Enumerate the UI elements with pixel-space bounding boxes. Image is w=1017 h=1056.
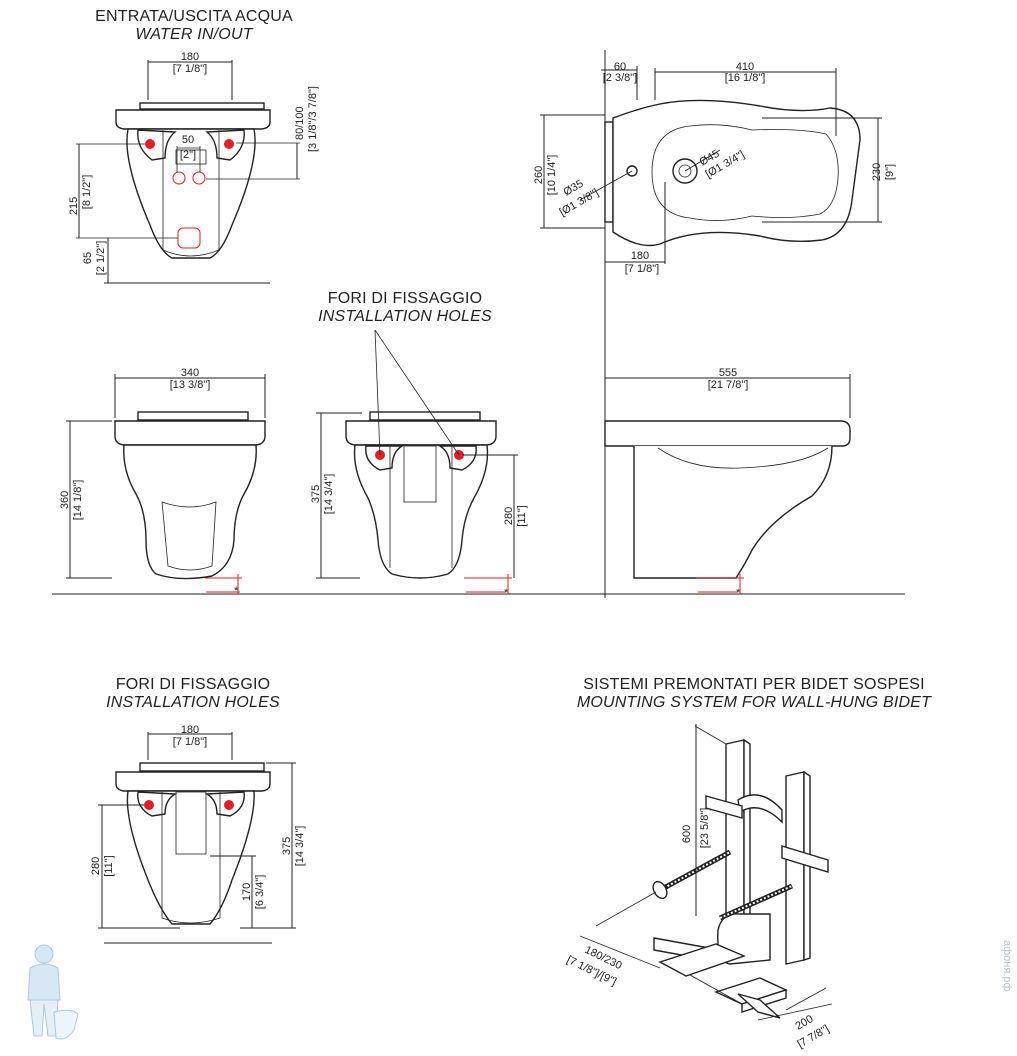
- top-wall-gap: 60: [614, 61, 626, 73]
- side-star: *: [736, 587, 741, 599]
- mount-height-inch: [23 5/8"]: [699, 808, 711, 849]
- side-length-inch: [21 7/8"]: [708, 379, 749, 391]
- back-holes: 280: [503, 507, 515, 525]
- holes-view: 180 [7 1/8"] 280 [11"] 170 [6 3/4"] 375 …: [90, 724, 306, 944]
- back-star: *: [504, 587, 509, 599]
- holes-low: 170: [241, 883, 253, 901]
- back-height: 375: [310, 485, 322, 503]
- top-plan-view: 60 [2 3/8"] 410 [16 1/8"] 260 [10 1/4"] …: [533, 50, 896, 598]
- v1-hole-spacing-inch: [2"]: [180, 149, 196, 161]
- top-right-dim: 230: [871, 163, 883, 181]
- watermark: афоня.рф: [1001, 940, 1013, 992]
- mounting-frame: 600 [23 5/8"] 180/230 [7 1/8"]/[9"] 200 …: [565, 724, 833, 1051]
- v1-right-dim-inch: [3 1/8"/3 7/8"]: [307, 86, 319, 152]
- v1-right-dim: 80/100: [294, 106, 306, 140]
- holes-height: 280: [90, 857, 102, 875]
- water-title: ENTRATA/USCITA ACQUA WATER IN/OUT: [84, 8, 304, 44]
- v1-hole-spacing: 50: [182, 134, 194, 146]
- water-title-en: WATER IN/OUT: [135, 26, 253, 43]
- top-width-inch: [10 1/4"]: [546, 155, 558, 196]
- v1-low-inch: [2 1/2"]: [95, 241, 107, 275]
- front-star: *: [234, 585, 239, 597]
- top-width: 260: [533, 166, 545, 184]
- back-height-inch: [14 3/4"]: [323, 474, 335, 515]
- holes-total-inch: [14 3/4"]: [294, 826, 306, 867]
- holes-title-en: INSTALLATION HOLES: [318, 308, 492, 325]
- side-length: 555: [719, 367, 737, 379]
- holes-title: FORI DI FISSAGGIO INSTALLATION HOLES: [300, 290, 510, 326]
- plumber-logo: [27, 944, 79, 1040]
- v1-height-inch: [8 1/2"]: [81, 175, 93, 209]
- holes-total: 375: [281, 837, 293, 855]
- v1-low: 65: [82, 252, 94, 264]
- front-height: 360: [59, 491, 71, 509]
- back-view: 375 [14 3/4"] 280 [11"] *: [310, 329, 528, 599]
- holes2-title: FORI DI FISSAGGIO INSTALLATION HOLES: [88, 676, 298, 712]
- v1-height: 215: [68, 197, 80, 215]
- top-bottom-dim-inch: [7 1/8"]: [625, 263, 659, 275]
- front-width: 340: [181, 367, 199, 379]
- front-view: 340 [13 3/8"] 360 [14 1/8"] *: [59, 367, 266, 597]
- holes2-title-it: FORI DI FISSAGGIO: [115, 676, 271, 693]
- holes-height-inch: [11"]: [103, 855, 115, 876]
- side-view: 555 [21 7/8"] *: [604, 367, 851, 599]
- front-width-inch: [13 3/8"]: [170, 379, 211, 391]
- holes-title-it: FORI DI FISSAGGIO: [327, 290, 483, 307]
- water-inout-view: 180 [7 1/8"] 50 [2"] 80/100 [3 1/8"/3 7/…: [68, 51, 319, 284]
- holes-width-inch: [7 1/8"]: [173, 736, 207, 748]
- top-length: 410: [736, 61, 754, 73]
- v1-width-inch: [7 1/8"]: [173, 63, 207, 75]
- water-title-it: ENTRATA/USCITA ACQUA: [95, 8, 293, 25]
- v1-width-label: 180: [181, 51, 199, 63]
- mount-height: 600: [681, 825, 693, 843]
- mount-title-en: MOUNTING SYSTEM FOR WALL-HUNG BIDET: [576, 694, 932, 711]
- holes2-title-en: INSTALLATION HOLES: [106, 694, 280, 711]
- front-height-inch: [14 1/8"]: [72, 480, 84, 521]
- top-length-inch: [16 1/8"]: [725, 72, 766, 84]
- holes-width: 180: [181, 724, 199, 736]
- mount-title: SISTEMI PREMONTATI PER BIDET SOSPESI MOU…: [556, 676, 952, 712]
- mount-title-it: SISTEMI PREMONTATI PER BIDET SOSPESI: [583, 676, 925, 693]
- top-bottom-dim: 180: [631, 250, 649, 262]
- back-holes-inch: [11"]: [516, 505, 528, 526]
- top-right-dim-inch: [9"]: [884, 164, 896, 180]
- top-wall-gap-inch: [2 3/8"]: [603, 72, 637, 84]
- holes-low-inch: [6 3/4"]: [254, 875, 266, 909]
